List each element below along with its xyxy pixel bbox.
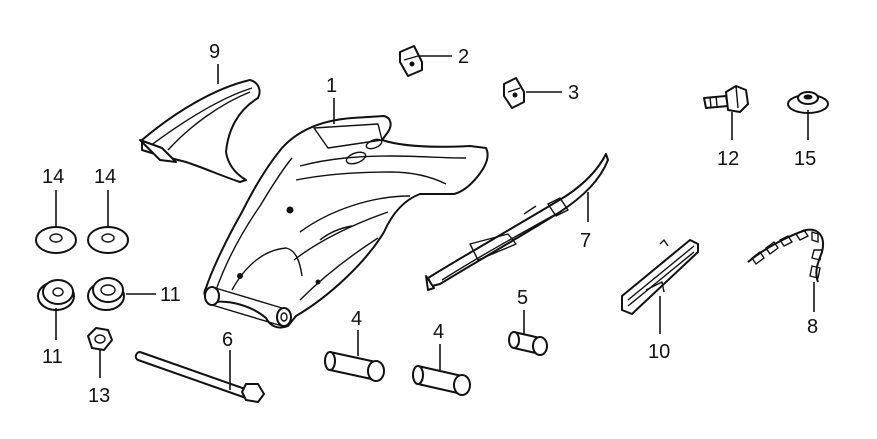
callout-8: 8 [807,316,818,338]
part-11-bushing-right [87,277,125,311]
part-10-chain-slider [621,239,699,315]
part-6-pivot-shaft [134,351,265,403]
callout-12: 12 [717,148,739,170]
callout-15: 15 [794,148,816,170]
callout-14b: 14 [94,166,116,188]
callout-14a: 14 [42,166,64,188]
part-15-washer [787,91,829,114]
leader-lines [55,55,815,390]
part-5-spacer [508,331,548,356]
callout-4a: 4 [351,308,362,330]
part-9-rear-fender [139,79,261,183]
callout-9: 9 [209,41,220,63]
callout-4b: 4 [433,321,444,343]
part-4-collar-left [324,351,385,382]
part-4-collar-right [412,365,471,396]
part-13-nut [87,327,113,351]
part-11-bushing-left [37,279,75,311]
callout-10: 10 [648,341,670,363]
part-7-chain-guard [425,153,609,291]
callout-7: 7 [580,230,591,252]
callout-11b: 11 [160,284,181,306]
callout-13: 13 [88,385,110,407]
callout-2: 2 [458,46,469,68]
part-2-clip-nut [399,45,423,77]
callout-5: 5 [517,287,528,309]
part-14-washer-right [87,226,129,254]
part-1-swing-arm [203,115,489,329]
callout-1: 1 [326,75,337,97]
callout-labels: 1 2 3 4 4 5 6 7 8 9 10 11 11 12 13 14 14… [42,41,818,407]
callout-11a: 11 [42,346,63,368]
part-14-washer-left [35,226,77,254]
part-8-drive-chain [747,228,824,283]
callout-3: 3 [568,82,579,104]
part-3-clip-nut [503,77,525,109]
part-12-bolt [703,85,749,113]
callout-6: 6 [222,329,233,351]
